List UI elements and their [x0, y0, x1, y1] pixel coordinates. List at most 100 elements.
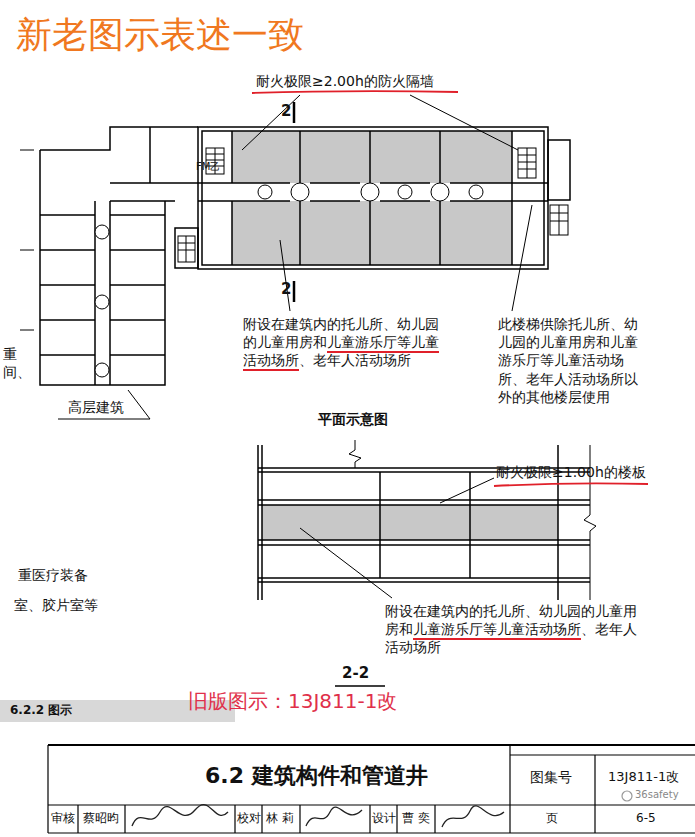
watermark-icon [622, 791, 632, 801]
highrise-wall [40, 127, 198, 150]
shaded-room [232, 131, 512, 183]
leader-line [58, 390, 150, 419]
title-block-grid [48, 744, 695, 746]
section-wall [258, 539, 590, 541]
section-wall [258, 499, 590, 501]
title-block-grid [594, 755, 595, 833]
table-cell: 13J811-1改 [608, 769, 679, 786]
highrise-wall [40, 150, 165, 385]
highrise-wall [40, 354, 95, 356]
door-code: FM乙 [196, 160, 220, 173]
section-number: 2 [281, 102, 291, 122]
cut-text: 重 [3, 345, 17, 363]
section-wall [258, 581, 590, 583]
overlay-title: 新老图示表述一致 [16, 12, 304, 59]
title-block-grid [48, 832, 695, 833]
plan-wall [175, 127, 570, 269]
plan-wall [310, 200, 360, 202]
plan-wall [231, 201, 233, 265]
stair-symbol [559, 205, 560, 235]
highrise-wall [40, 284, 95, 286]
red-underline [252, 91, 458, 93]
highrise-wall [149, 127, 151, 183]
table-cell: 6-5 [636, 811, 656, 827]
version-note: 旧版图示：13J811-1改 [188, 688, 397, 714]
highrise-wall [40, 214, 95, 216]
red-underline [494, 483, 648, 486]
section-mark [293, 281, 296, 302]
door-swing [361, 183, 379, 201]
highrise-wall [110, 249, 165, 251]
sheet-title: 6.2 建筑构件和管道井 [205, 762, 428, 791]
signature [442, 806, 504, 827]
shaded-room [232, 201, 512, 265]
table-cell: 页 [546, 811, 558, 827]
highrise-wall [20, 150, 34, 330]
door-swing [258, 185, 272, 199]
note-text: 此楼梯供除托儿所、幼儿园的儿童用房和儿童游乐厅等儿童活动场所、老年人活动场所以外… [498, 315, 640, 406]
leader-line [512, 205, 532, 311]
section-number: 2 [281, 280, 291, 300]
highrise-wall [110, 214, 165, 216]
shaded-room [232, 131, 512, 265]
section-wall [349, 440, 361, 468]
table-cell: 蔡昭昀 [83, 811, 119, 827]
door-swing [95, 225, 109, 239]
title-block-grid [48, 804, 695, 805]
note-text: 附设在建筑内的托儿所、幼儿园的儿童用房和儿童游乐厅等儿童活动场所、老年人活动场所 [243, 315, 441, 370]
cut-text: 重医疗装备 [18, 566, 88, 584]
leader-line [440, 478, 494, 503]
plan-wall [175, 228, 198, 268]
title-block-grid [261, 805, 262, 833]
plan-wall [198, 182, 290, 184]
door-swing [398, 185, 412, 199]
highrise-wall [110, 183, 198, 201]
section-wall [258, 577, 590, 579]
title-block-grid [48, 745, 695, 833]
section-heading: 6.2.2 图示 [10, 703, 72, 719]
title-block-grid [510, 754, 695, 755]
title-block-grid [434, 805, 435, 833]
plan-wall [198, 127, 548, 269]
section-wall [258, 544, 590, 546]
shaded-room [262, 505, 558, 540]
highrise-wall [109, 201, 111, 385]
section-wall [258, 504, 590, 506]
plan-wall [231, 131, 233, 183]
highrise-wall [110, 319, 165, 321]
signature [132, 805, 228, 826]
highrise-wall [40, 319, 95, 321]
door-swing [291, 183, 309, 201]
plan-wall [439, 131, 441, 183]
building-label: 高层建筑 [68, 398, 124, 416]
title-block-grid [299, 805, 300, 833]
highrise-wall [110, 284, 165, 286]
cut-text: 间、 [3, 363, 31, 381]
title-block-grid [369, 805, 370, 833]
plan-wall [380, 182, 430, 184]
door-swing [95, 225, 109, 377]
plan-wall [439, 201, 441, 265]
section-mark [293, 102, 296, 302]
plan-wall [202, 131, 544, 265]
red-underline [243, 91, 648, 639]
door-swing [258, 183, 483, 201]
plan-wall [450, 200, 548, 202]
red-underline [243, 369, 299, 371]
callout-text: 耐火极限≥2.00h的防火隔墙 [256, 72, 434, 90]
watermark: 36safety [635, 788, 679, 801]
section-wall [379, 472, 381, 578]
title-block-grid [47, 745, 48, 833]
table-cell: 审核 [51, 811, 75, 827]
table-cell: 校对 [237, 811, 261, 827]
table-cell: 林 莉 [266, 811, 294, 827]
title-block-grid [77, 805, 78, 833]
stair-symbol [527, 148, 528, 178]
door-swing [431, 183, 449, 201]
plan-wall [299, 131, 301, 183]
stair-symbol [178, 236, 195, 262]
leader-line [335, 685, 385, 687]
signature [132, 805, 504, 827]
door-swing [95, 295, 109, 309]
